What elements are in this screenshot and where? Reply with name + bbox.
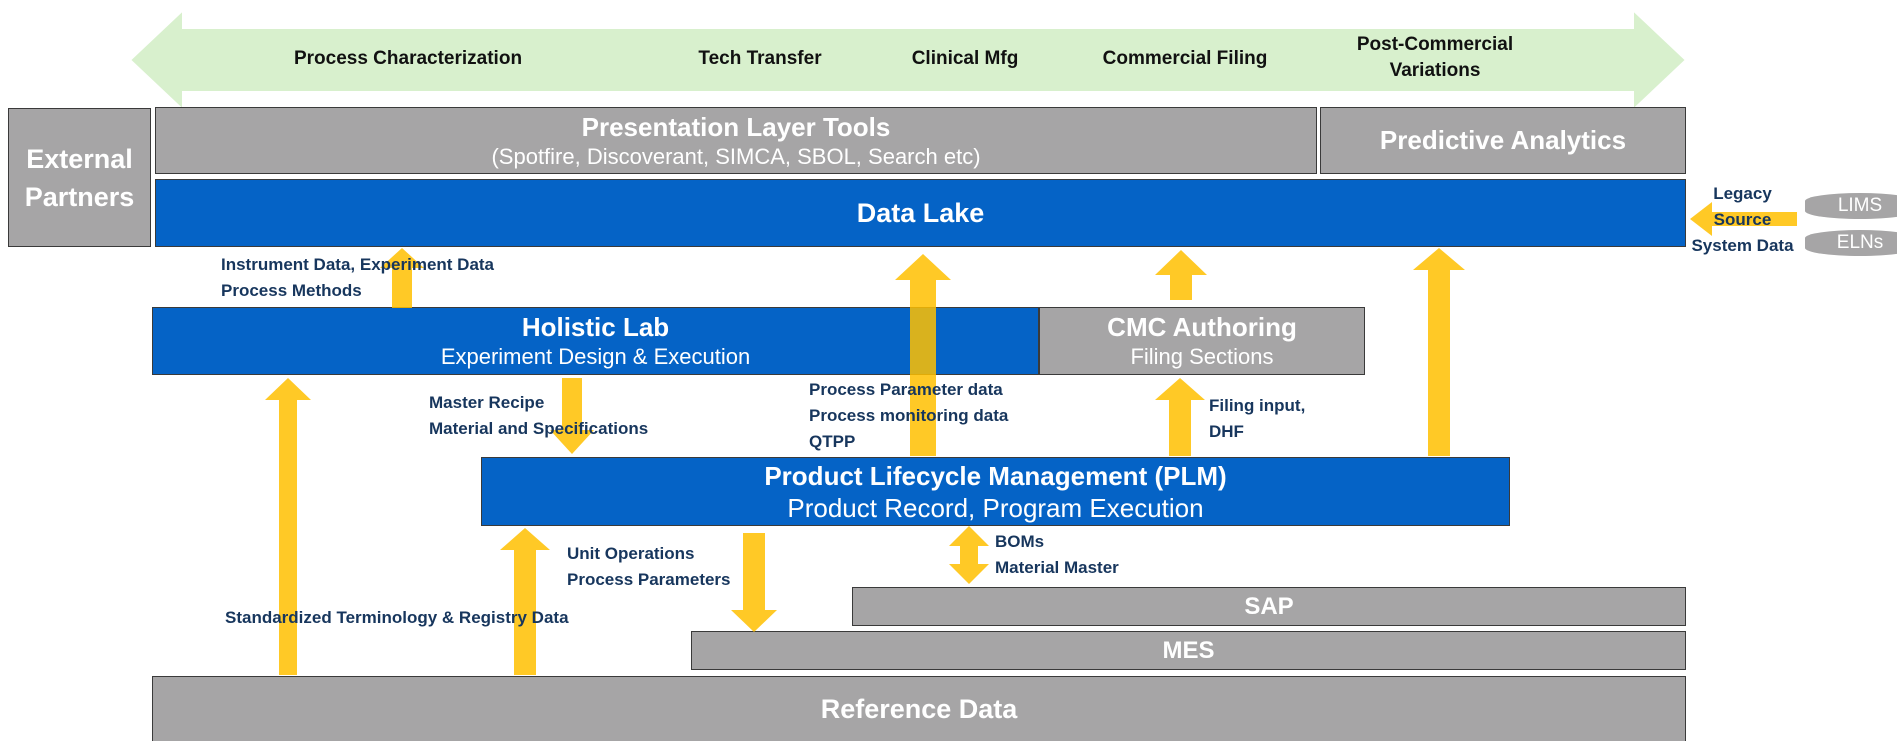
data-lake-box: Data Lake xyxy=(155,179,1686,247)
phase-post-commercial: Post-Commercial Variations xyxy=(1356,34,1514,81)
phase-tech-transfer: Tech Transfer xyxy=(698,48,822,69)
plm-title: Product Lifecycle Management (PLM) xyxy=(764,460,1227,491)
predictive-analytics-box: Predictive Analytics xyxy=(1320,107,1686,174)
label-process-param-3: QTPP xyxy=(809,432,856,451)
plm-box: Product Lifecycle Management (PLM) Produ… xyxy=(481,457,1510,526)
presentation-layer-box: Presentation Layer Tools (Spotfire, Disc… xyxy=(155,107,1317,174)
label-filing-input-1: Filing input, xyxy=(1209,396,1306,415)
label-process-param-1: Process Parameter data xyxy=(809,380,1003,399)
lims-label: LIMS xyxy=(1837,195,1883,216)
lims-db-icon: LIMS xyxy=(1805,193,1897,219)
elns-db-icon: ELNs xyxy=(1805,230,1897,256)
label-unit-ops-1: Unit Operations xyxy=(567,544,695,563)
predictive-title: Predictive Analytics xyxy=(1379,125,1627,155)
reference-title: Reference Data xyxy=(820,693,1018,724)
mes-box: MES xyxy=(691,631,1686,670)
cmc-subtitle: Filing Sections xyxy=(1130,344,1274,369)
cmc-title: CMC Authoring xyxy=(1107,312,1297,342)
sap-title: SAP xyxy=(1244,592,1294,620)
label-boms: BOMs Material Master xyxy=(995,529,1119,581)
reference-data-box: Reference Data xyxy=(152,676,1686,741)
elns-label: ELNs xyxy=(1836,232,1884,253)
mes-title: MES xyxy=(1162,636,1215,664)
label-boms-1: BOMs xyxy=(995,532,1045,551)
label-process-param-2: Process monitoring data xyxy=(809,406,1009,425)
label-master-recipe-2: Material and Specifications xyxy=(429,419,649,438)
label-process-param: Process Parameter data Process monitorin… xyxy=(809,377,1008,455)
phase-process-characterization: Process Characterization xyxy=(293,48,523,69)
holistic-subtitle: Experiment Design & Execution xyxy=(440,344,751,369)
holistic-lab-box: Holistic Lab Experiment Design & Executi… xyxy=(152,307,1039,375)
legacy-line2: Source xyxy=(1713,210,1772,229)
label-unit-ops-2: Process Parameters xyxy=(567,570,731,589)
legacy-line1: Legacy xyxy=(1713,184,1772,203)
label-master-recipe: Master Recipe Material and Specification… xyxy=(429,390,648,442)
legacy-line3: System Data xyxy=(1691,236,1794,255)
external-partners-box: External Partners xyxy=(8,108,151,247)
legacy-source-label: Legacy Source System Data xyxy=(1690,181,1795,259)
label-terminology: Standardized Terminology & Registry Data xyxy=(225,608,569,627)
holistic-title: Holistic Lab xyxy=(521,312,670,342)
cmc-authoring-box: CMC Authoring Filing Sections xyxy=(1039,307,1365,375)
label-instrument-2: Process Methods xyxy=(221,281,362,300)
label-filing-input: Filing input, DHF xyxy=(1209,393,1305,445)
label-instrument-1: Instrument Data, Experiment Data xyxy=(221,255,495,274)
external-line2: Partners xyxy=(24,181,135,212)
label-unit-ops: Unit Operations Process Parameters xyxy=(567,541,731,593)
plm-subtitle: Product Record, Program Execution xyxy=(787,492,1204,523)
presentation-subtitle: (Spotfire, Discoverant, SIMCA, SBOL, Sea… xyxy=(491,143,981,169)
label-filing-input-2: DHF xyxy=(1209,422,1244,441)
presentation-title: Presentation Layer Tools xyxy=(581,111,891,142)
phase-clinical-mfg: Clinical Mfg xyxy=(911,48,1019,69)
label-boms-2: Material Master xyxy=(995,558,1119,577)
external-line1: External xyxy=(26,143,133,174)
phase-commercial-filing: Commercial Filing xyxy=(1102,48,1268,69)
sap-box: SAP xyxy=(852,587,1686,626)
label-master-recipe-1: Master Recipe xyxy=(429,393,545,412)
data-lake-title: Data Lake xyxy=(856,197,985,228)
label-instrument: Instrument Data, Experiment Data Process… xyxy=(221,252,494,304)
